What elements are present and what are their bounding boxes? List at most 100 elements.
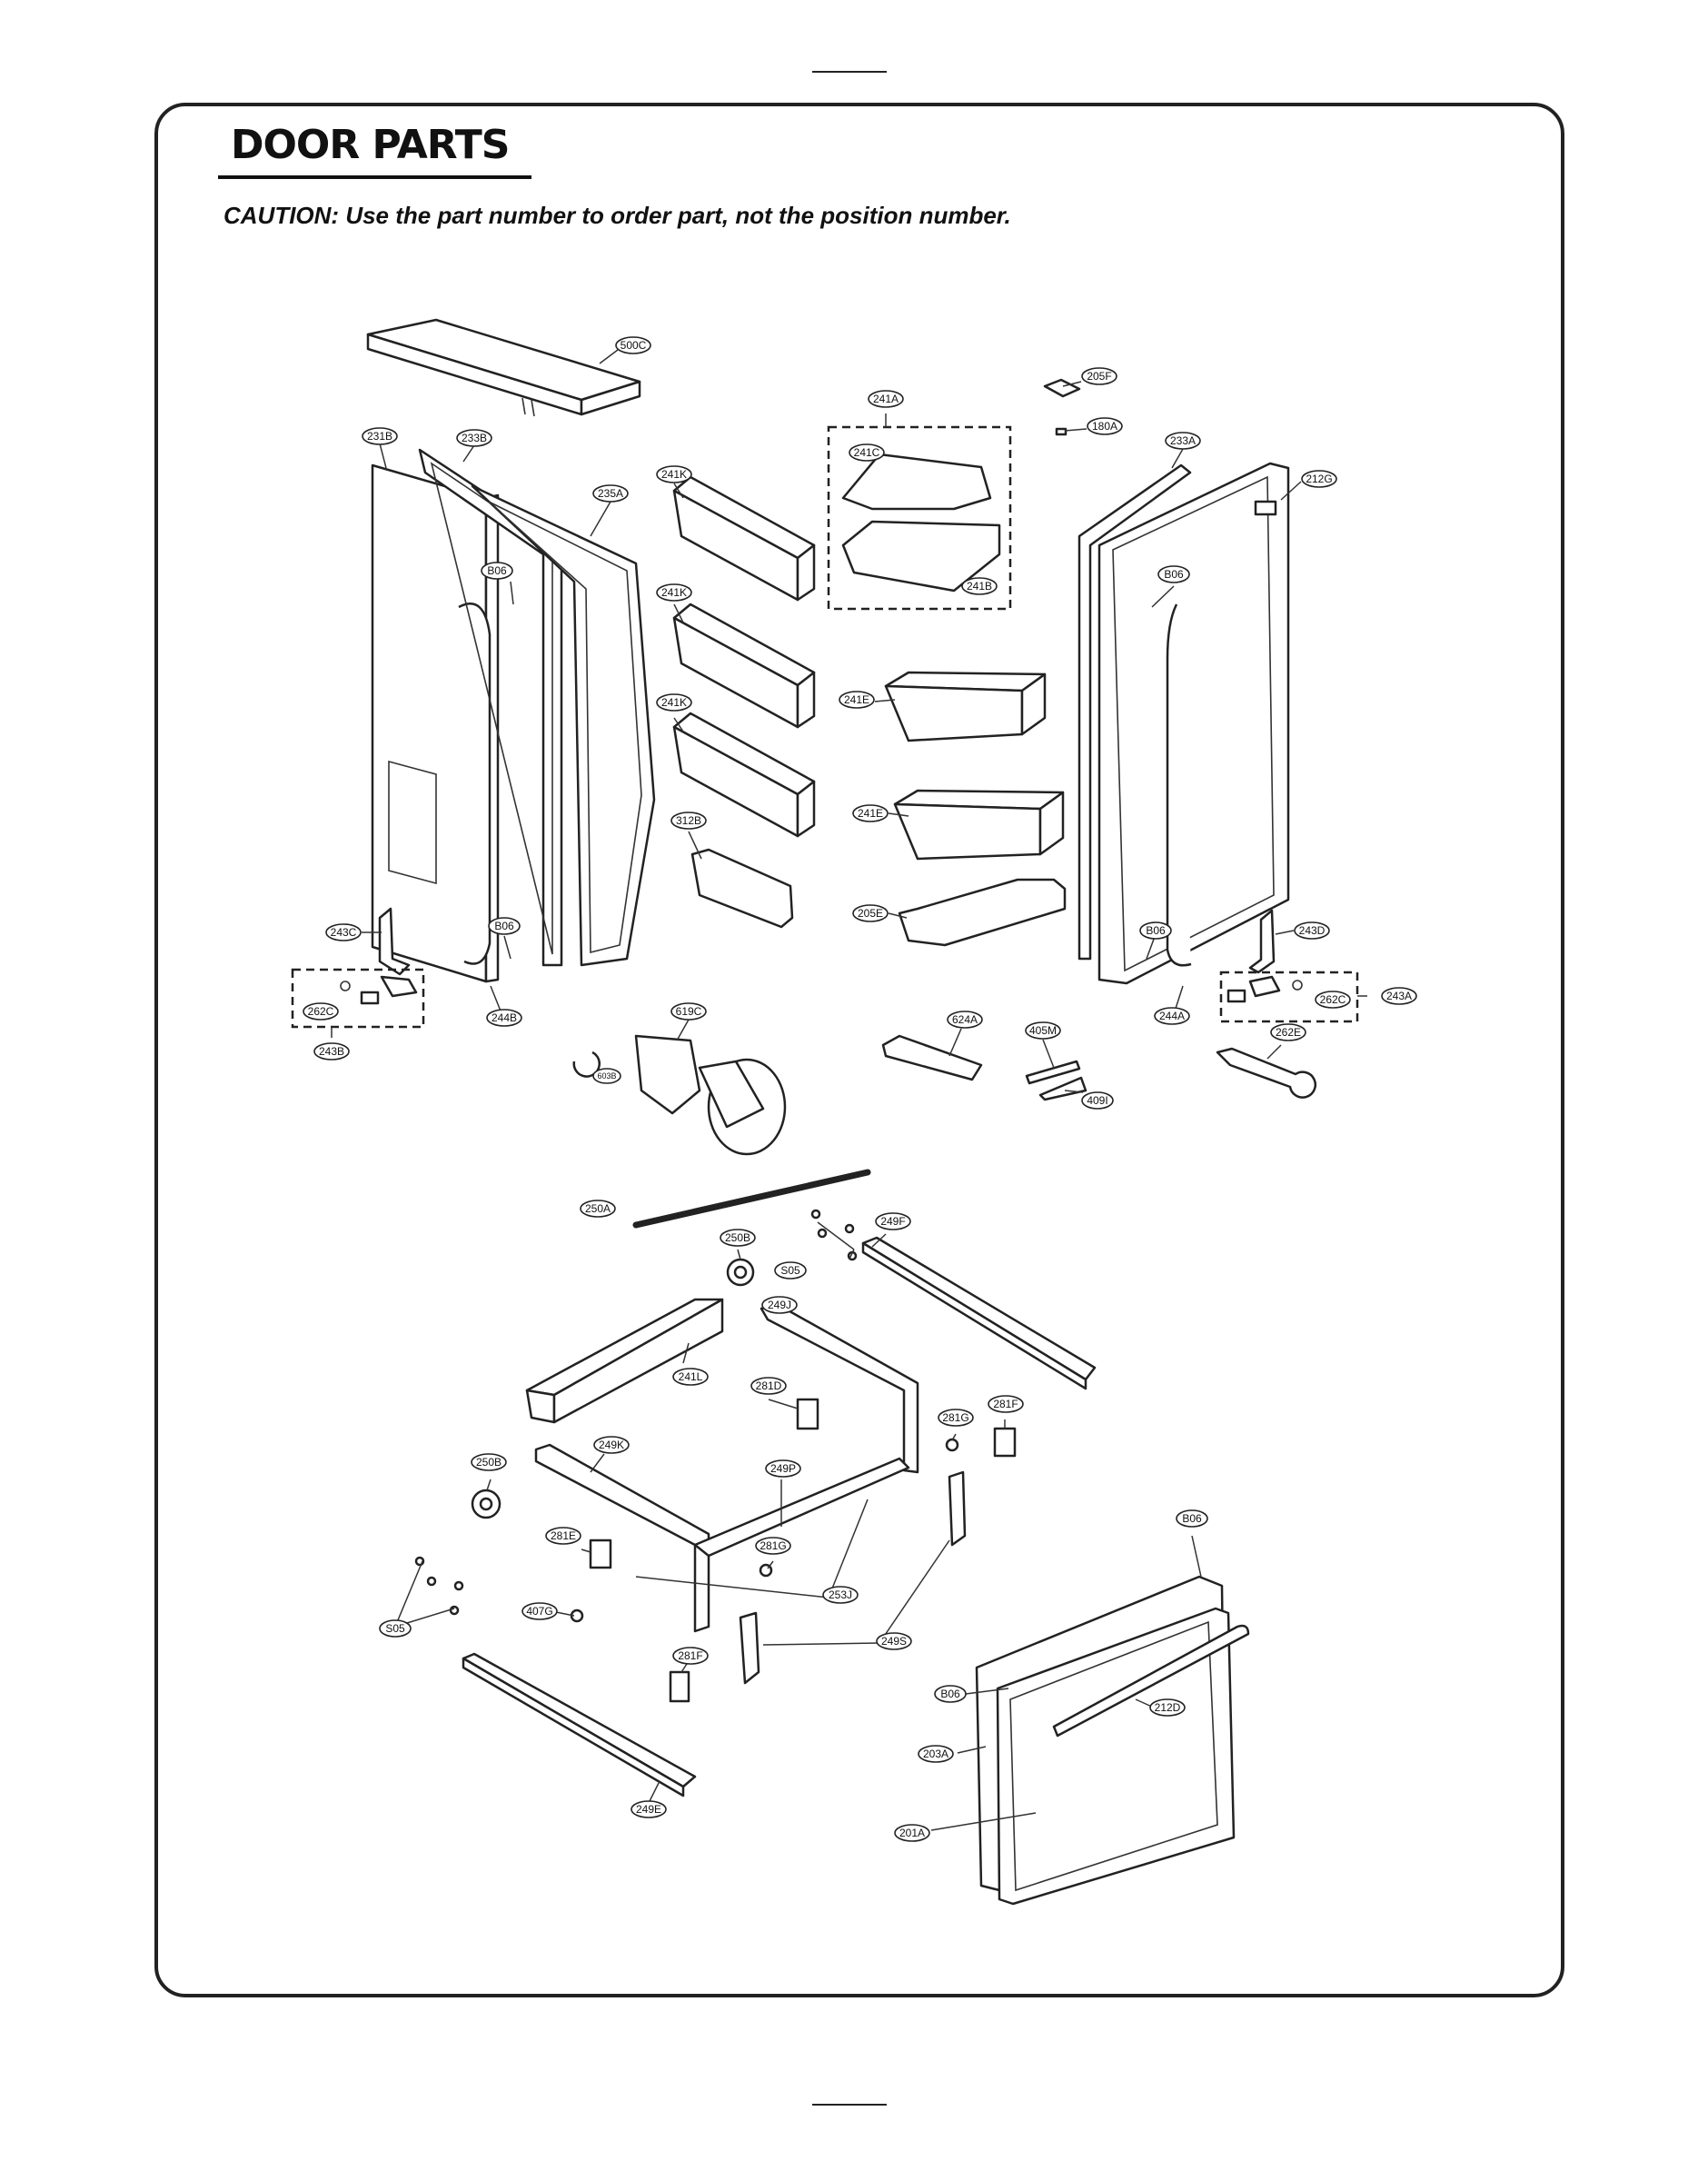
svg-text:212D: 212D	[1155, 1701, 1181, 1714]
svg-text:243B: 243B	[319, 1045, 344, 1058]
callout-249F: 249F	[875, 1212, 911, 1230]
callout-262C: 262C	[303, 1002, 339, 1021]
callout-241K: 241K	[656, 583, 692, 602]
svg-text:244B: 244B	[492, 1011, 517, 1024]
strip-part	[1025, 1060, 1087, 1101]
drawer-frame-part	[534, 1302, 919, 1633]
svg-text:250B: 250B	[725, 1231, 750, 1244]
callout-405M: 405M	[1025, 1021, 1061, 1040]
callout-244B: 244B	[486, 1009, 522, 1027]
svg-text:281F: 281F	[993, 1398, 1018, 1410]
svg-text:249E: 249E	[636, 1803, 661, 1816]
svg-text:262E: 262E	[1276, 1026, 1301, 1039]
svg-text:249F: 249F	[880, 1215, 905, 1228]
svg-text:262C: 262C	[1320, 993, 1346, 1006]
top-cover-part	[366, 318, 641, 417]
callout-409I: 409I	[1081, 1091, 1114, 1110]
svg-text:231B: 231B	[367, 430, 392, 443]
callout-241B: 241B	[961, 577, 998, 595]
callout-241K: 241K	[656, 693, 692, 712]
hinge-assembly-group	[291, 968, 425, 1029]
callout-S05: S05	[774, 1261, 807, 1280]
callout-312B: 312B	[670, 812, 707, 830]
svg-text:241E: 241E	[844, 693, 869, 706]
svg-text:203A: 203A	[923, 1748, 948, 1760]
svg-text:281E: 281E	[551, 1529, 576, 1542]
svg-text:B06: B06	[940, 1688, 960, 1700]
right-door-part	[1097, 462, 1290, 985]
callout-500C: 500C	[615, 336, 651, 354]
callout-B06: B06	[481, 562, 513, 580]
callout-241C: 241C	[849, 443, 885, 462]
svg-text:B06: B06	[487, 564, 507, 577]
hinge-part	[1248, 909, 1276, 974]
svg-text:249S: 249S	[881, 1635, 907, 1648]
svg-text:407G: 407G	[526, 1605, 552, 1618]
callout-241L: 241L	[672, 1368, 709, 1386]
svg-text:243C: 243C	[331, 926, 357, 939]
callout-B06: B06	[488, 917, 521, 935]
svg-text:409I: 409I	[1087, 1094, 1107, 1107]
callout-203A: 203A	[918, 1745, 954, 1763]
svg-text:249P: 249P	[770, 1462, 796, 1475]
door-bin-part	[893, 789, 1065, 861]
svg-text:241C: 241C	[854, 446, 880, 459]
small-clip-part	[1043, 378, 1081, 436]
callout-250B: 250B	[471, 1453, 507, 1471]
callout-241E: 241E	[839, 691, 875, 709]
svg-text:253J: 253J	[829, 1588, 852, 1601]
bracket-part	[739, 1470, 967, 1685]
svg-text:B06: B06	[494, 920, 514, 932]
callout-S05: S05	[379, 1619, 412, 1638]
callout-B06: B06	[1176, 1509, 1208, 1528]
callout-262C: 262C	[1315, 991, 1351, 1009]
svg-text:B06: B06	[1146, 924, 1166, 937]
svg-text:241E: 241E	[858, 807, 883, 820]
callout-233B: 233B	[456, 429, 492, 447]
svg-text:S05: S05	[385, 1622, 405, 1635]
filter-part	[881, 1034, 983, 1081]
callout-235A: 235A	[592, 484, 629, 503]
callout-250B: 250B	[720, 1229, 756, 1247]
door-bin-part	[672, 475, 816, 602]
svg-text:244A: 244A	[1159, 1010, 1185, 1022]
svg-text:241L: 241L	[679, 1370, 703, 1383]
callout-619C: 619C	[670, 1002, 707, 1021]
gear-part	[726, 1258, 755, 1287]
callout-243B: 243B	[313, 1042, 350, 1061]
callout-281D: 281D	[750, 1377, 787, 1395]
svg-text:624A: 624A	[952, 1013, 978, 1026]
callout-250A: 250A	[580, 1200, 616, 1218]
svg-text:201A: 201A	[899, 1827, 925, 1839]
svg-text:281D: 281D	[756, 1379, 782, 1392]
svg-text:B06: B06	[1182, 1512, 1202, 1525]
callout-249S: 249S	[876, 1632, 912, 1650]
callout-180A: 180A	[1087, 417, 1123, 435]
svg-text:233A: 233A	[1170, 434, 1196, 447]
title-underline	[218, 175, 531, 179]
valve-assembly-part	[572, 1034, 787, 1156]
wrench-tool-part	[1216, 1047, 1317, 1099]
svg-text:235A: 235A	[598, 487, 623, 500]
page-title: DOOR PARTS	[231, 122, 510, 168]
svg-text:603B: 603B	[597, 1071, 616, 1081]
callout-B06: B06	[934, 1685, 967, 1703]
bracket-part	[690, 848, 794, 929]
callout-243C: 243C	[325, 923, 362, 941]
door-bin-part	[884, 671, 1047, 742]
callout-244A: 244A	[1154, 1007, 1190, 1025]
callout-281F: 281F	[988, 1395, 1024, 1413]
callout-624A: 624A	[947, 1011, 983, 1029]
svg-text:241K: 241K	[661, 468, 687, 481]
hinge-part	[378, 907, 411, 976]
callout-B06: B06	[1139, 921, 1172, 940]
callout-243D: 243D	[1294, 921, 1330, 940]
svg-text:212G: 212G	[1306, 473, 1332, 485]
svg-text:243D: 243D	[1299, 924, 1326, 937]
bin-assembly-group	[827, 425, 1012, 611]
top-rule	[812, 71, 887, 73]
svg-text:281G: 281G	[942, 1411, 968, 1424]
callout-253J: 253J	[822, 1586, 859, 1604]
svg-text:281G: 281G	[760, 1539, 786, 1552]
callout-B06: B06	[1157, 565, 1190, 583]
